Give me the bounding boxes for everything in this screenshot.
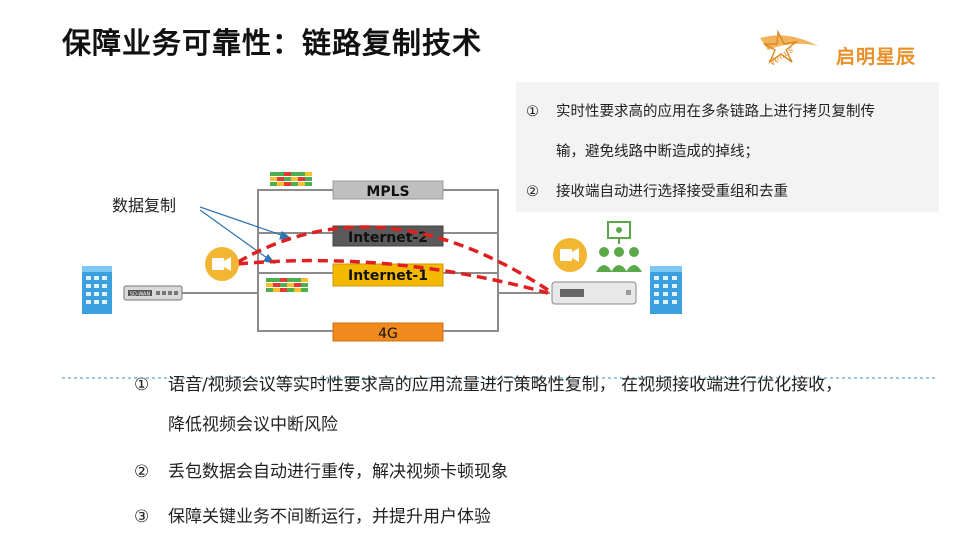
link-4g: 4G (332, 322, 444, 342)
mpls-label: MPLS (366, 184, 409, 200)
copy-arrows (199, 206, 292, 264)
camera-icon (205, 247, 239, 281)
4g-label: 4G (378, 326, 398, 342)
notes-box: ① 实时性要求高的应用在多条链路上进行拷贝复制传 输，避免线路中断造成的掉线； ②… (516, 82, 939, 212)
item-text: 丢包数据会自动进行重传，解决视频卡顿现象 (168, 462, 508, 482)
item-text-continued: 降低视频会议中断风险 (168, 415, 338, 435)
link-mpls: MPLS (332, 180, 444, 200)
meeting-people-icon (596, 221, 642, 272)
logo-text: 启明星辰 (836, 46, 917, 68)
sdwan-device-icon: SD-WAN (123, 285, 183, 301)
internet-1-label: Internet-1 (348, 268, 428, 284)
bottom-list-item: ③ 保障关键业务不间断运行，并提升用户体验 (134, 502, 491, 527)
internet-2-label: Internet-2 (348, 230, 428, 246)
item-number: ② (134, 462, 150, 482)
note-item: ② 接收端自动进行选择接受重组和去重 (526, 180, 788, 201)
item-number: ③ (134, 507, 150, 527)
building-icon (82, 266, 112, 314)
packet-blocks-bottom (266, 278, 308, 292)
note-item: ① 实时性要求高的应用在多条链路上进行拷贝复制传 (526, 100, 875, 121)
note-text: 实时性要求高的应用在多条链路上进行拷贝复制传 (556, 104, 875, 120)
sdwan-label: SD-WAN (130, 292, 151, 298)
company-logo (760, 29, 818, 65)
4g-bar (332, 322, 444, 342)
page-title: 保障业务可靠性：链路复制技术 (62, 26, 483, 60)
camera-icon-receiver (553, 238, 587, 272)
note-number: ① (526, 104, 539, 120)
note-text-continued: 输，避免线路中断造成的掉线； (556, 144, 759, 160)
item-number: ① (134, 375, 150, 395)
link-internet-1: Internet-1 (332, 263, 444, 287)
item-text: 语音/视频会议等实时性要求高的应用流量进行策略性复制， 在视频接收端进行优化接收… (168, 375, 843, 395)
building-icon-right (650, 266, 682, 314)
copy-label: 数据复制 (112, 196, 177, 215)
bottom-list-item: ② 丢包数据会自动进行重传，解决视频卡顿现象 (134, 457, 508, 482)
mpls-bar (332, 180, 444, 200)
replication-paths (237, 225, 549, 295)
note-text: 接收端自动进行选择接受重组和去重 (556, 184, 788, 200)
note-number: ② (526, 184, 539, 200)
item-text: 保障关键业务不间断运行，并提升用户体验 (168, 507, 491, 527)
bottom-list-item: ① 语音/视频会议等实时性要求高的应用流量进行策略性复制， 在视频接收端进行优化接… (134, 370, 842, 395)
router-icon (551, 281, 637, 305)
packet-blocks-top (270, 172, 316, 186)
